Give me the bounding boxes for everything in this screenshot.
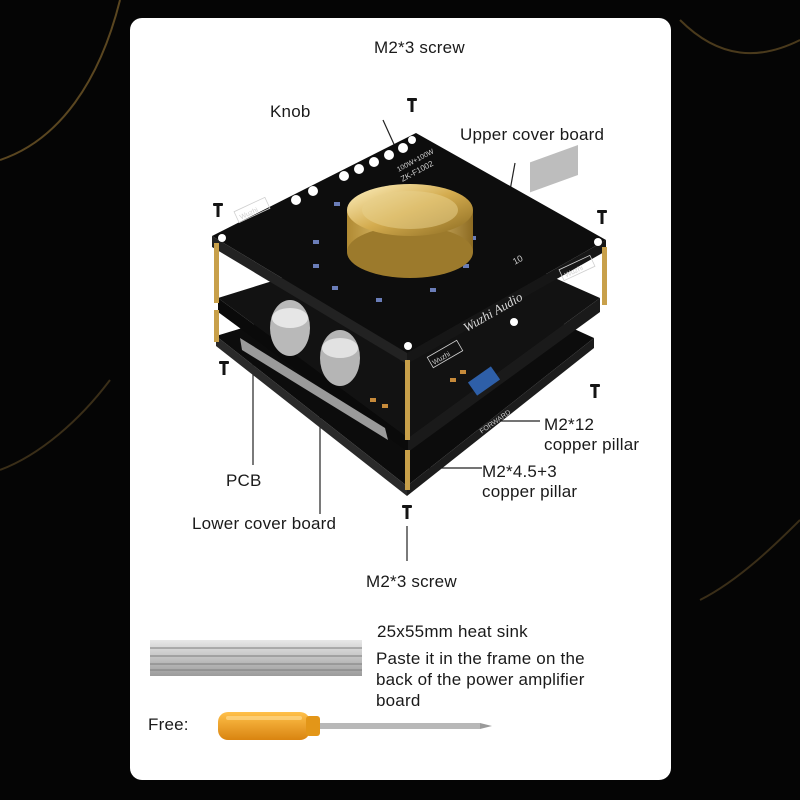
- free-label: Free:: [148, 715, 189, 734]
- label-m2-45-line2: copper pillar: [482, 482, 578, 501]
- label-m2-12-line1: M2*12: [544, 415, 595, 434]
- copper-pillars: [214, 243, 607, 490]
- label-m2-45-line1: M2*4.5+3: [482, 462, 557, 481]
- label-m2-45-pillar: M2*4.5+3 copper pillar: [482, 462, 577, 502]
- label-lower-cover-board: Lower cover board: [192, 514, 337, 533]
- amplifier-exploded-view: Wuzhi Wuzhi Wuzhi 100W+100W ZK-F1002 10 …: [150, 98, 607, 740]
- heatsink-title: 25x55mm heat sink: [377, 622, 528, 641]
- screw-icons: [213, 98, 607, 519]
- label-m2-12-line2: copper pillar: [544, 435, 640, 454]
- label-upper-cover-board: Upper cover board: [460, 125, 605, 144]
- screwdriver-image: [218, 712, 492, 740]
- capacitors: [270, 300, 360, 386]
- usb-port: [530, 144, 578, 193]
- heatsink-note: Paste it in the frame on the back of the…: [376, 648, 585, 711]
- label-bottom-screw: M2*3 screw: [366, 572, 457, 591]
- heatsink-note-line1: Paste it in the frame on the: [376, 649, 585, 668]
- heatsink-note-line2: back of the power amplifier: [376, 670, 585, 689]
- label-knob: Knob: [270, 102, 311, 121]
- label-top-screw: M2*3 screw: [374, 38, 465, 57]
- heat-sink-image: [150, 640, 362, 676]
- label-pcb: PCB: [226, 471, 262, 490]
- heatsink-note-line3: board: [376, 691, 421, 710]
- ten-text: 10: [511, 253, 525, 267]
- product-card: Wuzhi Wuzhi Wuzhi 100W+100W ZK-F1002 10 …: [130, 18, 671, 780]
- label-m2-12-pillar: M2*12 copper pillar: [544, 415, 639, 455]
- knob: [347, 184, 473, 278]
